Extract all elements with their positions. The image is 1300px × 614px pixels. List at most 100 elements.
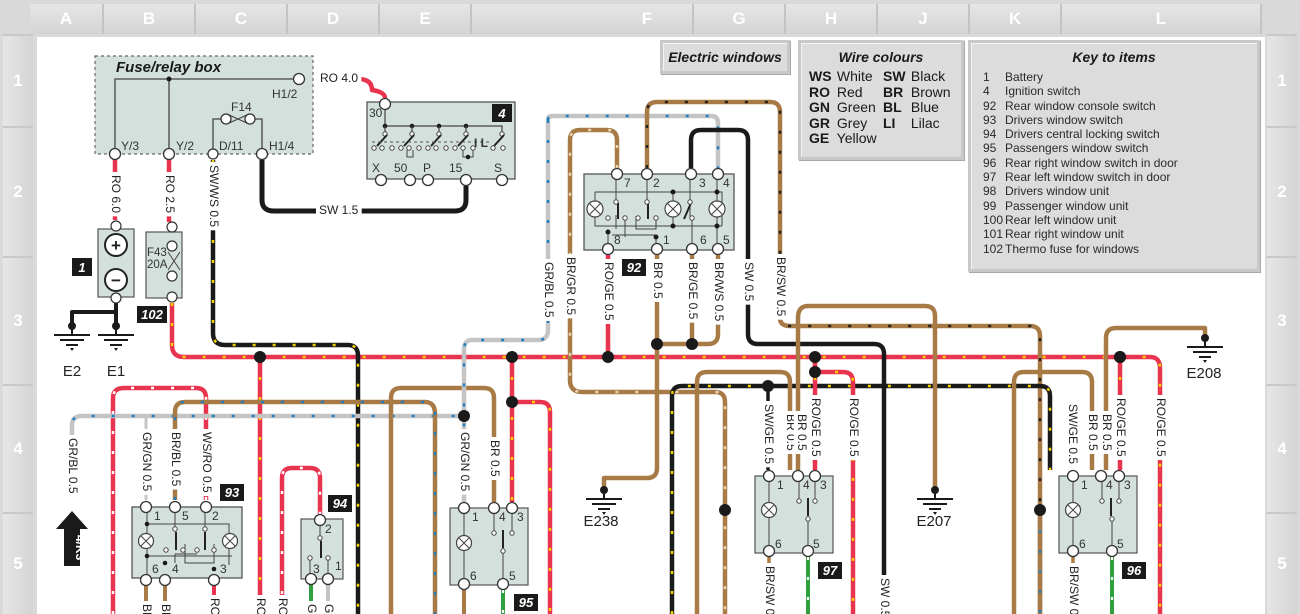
grid-row-3-left: 3 <box>3 256 33 384</box>
grid-row-2-left: 2 <box>3 126 33 256</box>
wire-colour-name: White <box>836 68 873 84</box>
connector-ref-arrow: 4/K3 <box>56 511 88 566</box>
wire-sw-ge-0-5-tracer <box>670 384 1052 614</box>
junction-node <box>254 351 266 363</box>
c92-pin-2: 2 <box>653 176 660 190</box>
wire-main-bus <box>169 303 1163 614</box>
key-item-number: 100 <box>983 212 1004 227</box>
junction-97-b <box>809 366 821 378</box>
wire-label-br-93-6: BR <box>138 601 155 614</box>
c92-pin-6: 6 <box>700 233 707 247</box>
wire-label-text: SW 0.5 <box>878 578 892 614</box>
grid-row-4-left: 4 <box>3 384 33 512</box>
junction-92-8 <box>602 351 614 363</box>
wire-label-gr-gn-95: GR/GN 0.5 <box>456 429 473 495</box>
wire-label-text: BR/GE 0.5 <box>686 262 700 320</box>
c97-pin-5: 5 <box>813 537 820 551</box>
wire-label-text: RO/GE 0.5 <box>602 262 616 321</box>
wire-ro-94-tracer <box>280 466 322 614</box>
rear-left-window-switch: 1 4 3 6 5 97 <box>754 469 842 579</box>
wire-label-text: G <box>305 604 319 613</box>
wire-label-br-95: BR 0.5 <box>486 437 503 481</box>
c95-id-badge: 95 <box>519 595 534 610</box>
wire-label-gr-bl-left: GR/BL 0.5 <box>64 435 81 497</box>
diagram-title: Electric windows <box>668 49 782 65</box>
ground-e207 <box>917 486 953 515</box>
wire-br-bl-0-5 <box>172 399 438 614</box>
c96-pin-5: 5 <box>1117 537 1124 551</box>
grid-row-1-right: 1 <box>1267 34 1297 126</box>
key-item-label: Rear right window unit <box>1005 227 1124 242</box>
wire-br-96-a <box>1011 369 1095 614</box>
wire-br-e207 <box>795 303 938 490</box>
grid-column-k: K <box>970 4 1062 34</box>
c95-pin-5: 5 <box>509 569 516 583</box>
wire-br-e208 <box>1103 325 1208 470</box>
ground-e208 <box>1187 334 1223 363</box>
wire-label-br-sw-96: BR/SW 0 <box>1065 563 1082 614</box>
wire-colour-entry: GR Grey <box>809 115 879 132</box>
wire-label-text: G <box>322 604 336 613</box>
terminal-label-d11: D/11 <box>219 139 244 153</box>
key-item-number: 93 <box>983 112 997 127</box>
c96-pin-3: 3 <box>1124 478 1131 492</box>
wire-colour-entry: SW Black <box>883 68 953 85</box>
wire-label-text: SW 0.5 <box>742 262 756 302</box>
wire-br-ws-0-5 <box>657 255 721 347</box>
wire-label-text: BR/WS 0.5 <box>712 262 726 322</box>
drivers-central-locking-switch: 2 3 1 94 <box>300 495 352 586</box>
wire-label-br-92: BR 0.5 <box>649 259 666 303</box>
grid-column-l: L <box>1062 4 1262 34</box>
key-item-label: Passengers window switch <box>1005 141 1149 156</box>
c92-id-badge: 92 <box>627 260 642 275</box>
key-item-number: 1 <box>983 70 990 84</box>
ground-label-e207: E207 <box>916 513 951 530</box>
key-item-label: Rear right window switch in door <box>1005 155 1178 170</box>
wire-label-text: RO 2.5 <box>163 175 177 213</box>
wire-label-br-gr: BR/GR 0.5 <box>562 254 579 319</box>
c93-pin-1: 1 <box>154 509 161 523</box>
c96-pin-1: 1 <box>1081 478 1088 492</box>
wire-br-sw-0-5 <box>644 99 1043 614</box>
wire-gr-bl-0-5-tracer <box>462 120 550 502</box>
ground-e1 <box>98 322 134 351</box>
svg-text:−: − <box>111 271 121 290</box>
c96-pin-4: 4 <box>1106 478 1113 492</box>
ground-label-e1: E1 <box>107 363 125 380</box>
wire-label-text: RO/GE 0.5 <box>847 398 861 457</box>
wire-colour-entry: RO Red <box>809 83 879 101</box>
ground-e2 <box>54 322 90 351</box>
wire-label-br-sw-92: BR/SW 0.5 <box>772 254 789 320</box>
wire-colour-code: BL <box>883 99 902 115</box>
wire-label-text: BR/BL 0.5 <box>169 432 183 487</box>
wire-label-text: SW/GE 0.5 <box>1066 404 1080 464</box>
junction-92-brge <box>686 338 698 350</box>
connector-ref-label: 4/K3 <box>73 535 87 561</box>
wire-label-br-sw-97: BR/SW 0 <box>761 563 778 614</box>
wire-label-br-ws: BR/WS 0.5 <box>710 259 727 325</box>
wire-colour-name: Red <box>836 83 863 100</box>
wire-label-text: RO <box>276 598 290 614</box>
ign-terminal-50: 50 <box>394 161 408 175</box>
ign-terminal-s: S <box>494 161 502 175</box>
wire-label-text: SW/GE 0.5 <box>762 404 776 464</box>
diagram-title-panel: Electric windows <box>660 40 790 74</box>
ign-terminal-x: X <box>372 161 380 175</box>
key-item-number: 102 <box>983 241 1004 256</box>
junction-node <box>1114 351 1126 363</box>
wire-label-text: BR 0.5 <box>795 414 809 451</box>
wire-colour-name: Green <box>836 99 876 115</box>
c92-pin-8: 8 <box>614 233 621 247</box>
grid-row-5-left: 5 <box>3 512 33 614</box>
wire-label-g-94-3: G <box>303 601 320 614</box>
wire-colour-code: GN <box>809 99 830 115</box>
wire-br-0-5-95 <box>388 385 497 614</box>
wire-label-text: GR/BL 0.5 <box>66 438 80 494</box>
